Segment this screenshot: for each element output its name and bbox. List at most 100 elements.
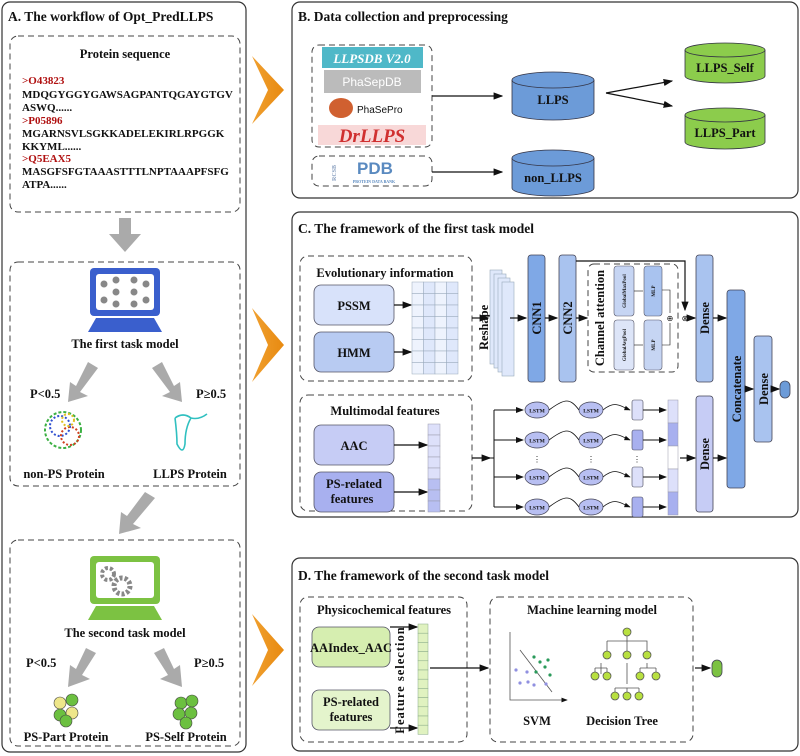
phasepdb-logo xyxy=(324,70,421,93)
vector-cell xyxy=(417,678,429,689)
ellipsis-icon: ⋮ xyxy=(633,455,641,464)
matrix-cell xyxy=(411,350,424,363)
protein-sequence-box xyxy=(9,35,241,213)
sequence-id: >Q5EAX5 xyxy=(22,153,72,165)
first-task-box xyxy=(9,261,241,487)
ps-part-cluster-icon xyxy=(53,693,79,728)
matrix-cell xyxy=(446,327,459,340)
phasepdb-logo-text: PhaSepDB xyxy=(342,75,401,89)
panel-d-title: D. The framework of the second task mode… xyxy=(298,568,549,583)
matrix-cell xyxy=(423,304,436,317)
decision-tree-icon xyxy=(590,627,661,701)
vector-cell xyxy=(417,697,429,708)
non-llps-label: non_LLPS xyxy=(524,171,582,185)
vector-cell xyxy=(417,651,429,662)
matrix-cell xyxy=(423,293,436,306)
second-task-box xyxy=(9,539,241,747)
concat-vector-cell xyxy=(667,445,679,470)
ellipsis-icon: ⋮ xyxy=(587,455,595,464)
globular-protein-icon xyxy=(44,411,82,449)
reshape-stack xyxy=(489,269,515,377)
lstm-output xyxy=(631,429,644,451)
llps-self-label: LLPS_Self xyxy=(696,61,754,75)
multimodal-title: Multimodal features xyxy=(330,404,439,418)
llps-part-label: LLPS_Part xyxy=(694,126,756,140)
matrix-cell xyxy=(411,281,424,294)
vector-cell xyxy=(417,642,429,652)
matrix-cell xyxy=(411,293,424,306)
recurrent-link xyxy=(548,497,580,508)
lstm-label: LSTM xyxy=(529,476,545,482)
llps-part-cylinder: LLPS_Part xyxy=(684,107,766,150)
result-label: LLPS Protein xyxy=(153,467,227,481)
matrix-cell xyxy=(446,304,459,317)
lstm-label: LSTM xyxy=(529,409,545,415)
sequence-line: MASGFSFGTAAASTTTLNPTAAAPFSFG xyxy=(22,166,229,178)
matrix-cell xyxy=(423,281,436,294)
vector-cell xyxy=(427,445,441,458)
aaindex-aac-label: AAIndex_AAC xyxy=(310,641,392,655)
panel-c-title: C. The framework of the first task model xyxy=(298,221,534,236)
lstm-output xyxy=(631,466,644,488)
lstm-label: LSTM xyxy=(583,439,599,445)
cnn2-label: CNN2 xyxy=(561,301,575,334)
llpsdb-logo-text: LLPSDB V2.0 xyxy=(332,51,411,66)
arrow-right-icon xyxy=(152,362,182,402)
add-icon: ⊕ xyxy=(667,314,674,323)
recurrent-link xyxy=(548,430,580,441)
panel-b-title: B. Data collection and preprocessing xyxy=(298,9,508,24)
vector-cell xyxy=(417,724,429,735)
matrix-cell xyxy=(423,362,436,375)
arrow-left-icon xyxy=(68,648,96,687)
recurrent-link xyxy=(602,501,631,508)
llpsdb-logo xyxy=(322,47,423,68)
sequence-line: MDQGYGGYGAWSAGPANTQGAYGTGV xyxy=(22,89,233,101)
matrix-cell xyxy=(423,350,436,363)
matrix-cell xyxy=(434,316,447,329)
channel-attention-box xyxy=(587,263,679,373)
feature-matrix xyxy=(411,281,459,375)
ellipsis-icon: ⋮ xyxy=(533,455,541,464)
arrow-left-icon xyxy=(68,362,98,402)
matrix-cell xyxy=(411,316,424,329)
matrix-cell xyxy=(434,350,447,363)
vector-cell xyxy=(417,715,429,726)
multiply-icon: ⊗ xyxy=(682,314,689,323)
reshape-label: Reshape xyxy=(477,304,491,350)
aaindex-aac-box xyxy=(311,626,391,668)
matrix-cell xyxy=(411,327,424,340)
result-label: PS-Part Protein xyxy=(24,730,109,744)
vector-cell xyxy=(417,669,429,680)
recurrent-link xyxy=(602,434,631,441)
ps-self-cluster-icon xyxy=(172,694,199,730)
matrix-cell xyxy=(434,293,447,306)
drllps-logo-text: DrLLPS xyxy=(338,126,406,147)
svm-plot-icon xyxy=(509,632,568,703)
panel-a-workflow: A. The workflow of Opt_PredLLPS Protein … xyxy=(1,1,247,753)
feature-selection-label: Feature selection xyxy=(393,626,407,733)
sequence-id: >P05896 xyxy=(22,115,63,127)
vector-cell xyxy=(427,467,441,480)
output-node xyxy=(711,659,723,678)
lstm-label: LSTM xyxy=(529,439,545,445)
matrix-cell xyxy=(446,362,459,375)
laptop-gears-icon xyxy=(88,556,162,620)
condition-label: P≥0.5 xyxy=(196,387,226,401)
dense-layer xyxy=(695,395,714,513)
first-task-label: The first task model xyxy=(71,337,179,351)
mlp-label: MLP xyxy=(652,339,657,350)
sequence-line: KKYML...... xyxy=(22,141,82,153)
sequence-line: ASWQ...... xyxy=(22,102,72,114)
dense-label: Dense xyxy=(698,302,712,334)
pdb-logo-sub: PROTEIN DATA BANK xyxy=(353,179,396,184)
recurrent-link xyxy=(548,467,580,478)
orange-chevron-icon xyxy=(252,56,284,686)
aac-label: AAC xyxy=(340,439,367,453)
cnn1-label: CNN1 xyxy=(530,301,544,334)
sequence-line: MGARNSVLSGKKADELEKIRLRPGGK xyxy=(22,128,225,140)
pssm-label: PSSM xyxy=(337,299,371,313)
down-arrow-icon xyxy=(109,218,141,252)
vector-cell xyxy=(427,456,441,469)
recurrent-link xyxy=(602,471,631,478)
